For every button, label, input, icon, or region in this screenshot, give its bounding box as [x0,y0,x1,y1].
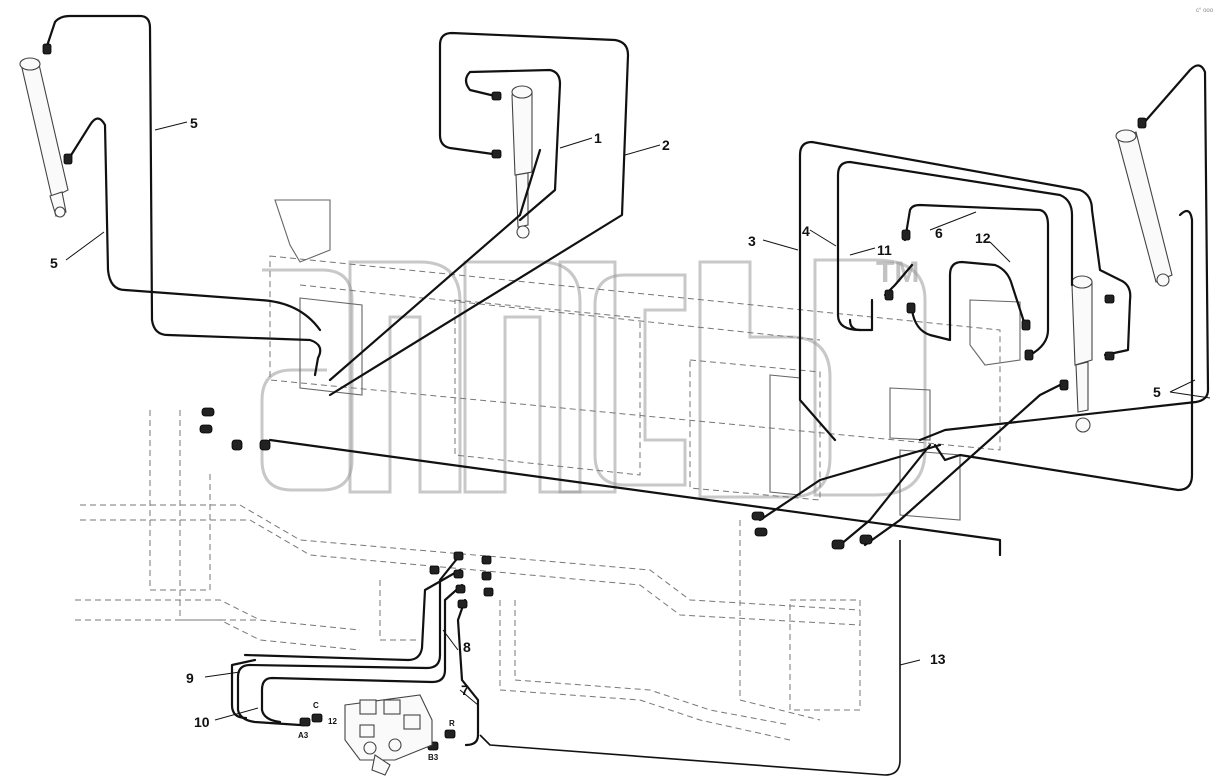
port-label-12: 12 [328,717,337,726]
port-label-a3: A3 [298,731,309,740]
part-label-11: 11 [877,242,892,258]
watermark-trademark: TM [876,256,919,289]
leader-lines [65,121,1211,721]
part-label-5-left: 5 [50,255,58,271]
cylinder-left-outer [19,57,69,218]
hose-13 [479,540,901,776]
valve-port-labels: C A3 12 R B3 [298,701,455,762]
hose-group-1-2 [328,31,630,397]
part-label-5-right: 5 [1153,384,1161,400]
part-label-13: 13 [930,651,946,667]
machine-frame [75,199,1021,741]
hose-group-7-8-9-10 [230,553,480,747]
part-label-5-top-left: 5 [190,115,198,131]
part-callouts: 5 5 1 2 3 4 11 6 12 5 13 8 9 7 10 [50,115,1161,730]
part-label-7: 7 [461,682,469,698]
part-label-8: 8 [463,639,471,655]
part-label-12: 12 [975,230,991,246]
port-label-r: R [449,719,455,728]
corner-mark: c° ooo [1196,8,1214,14]
part-label-4: 4 [802,223,810,239]
cylinder-right-outer [1115,129,1173,287]
part-label-6: 6 [935,225,943,241]
cylinder-center [511,85,533,239]
watermark-logo: TM [260,256,927,499]
hose-group-5-left [43,14,322,377]
port-label-c: C [313,701,319,710]
part-label-1: 1 [594,130,602,146]
control-valve-block [344,694,433,776]
cylinder-right-inner [1071,275,1093,433]
hose-group-center-lower [268,383,1062,557]
port-label-b3: B3 [428,753,439,762]
part-label-10: 10 [194,714,210,730]
part-label-3: 3 [748,233,756,249]
hose-group-right [798,64,1210,492]
part-label-2: 2 [662,137,670,153]
part-label-9: 9 [186,670,194,686]
fittings [42,43,1147,751]
